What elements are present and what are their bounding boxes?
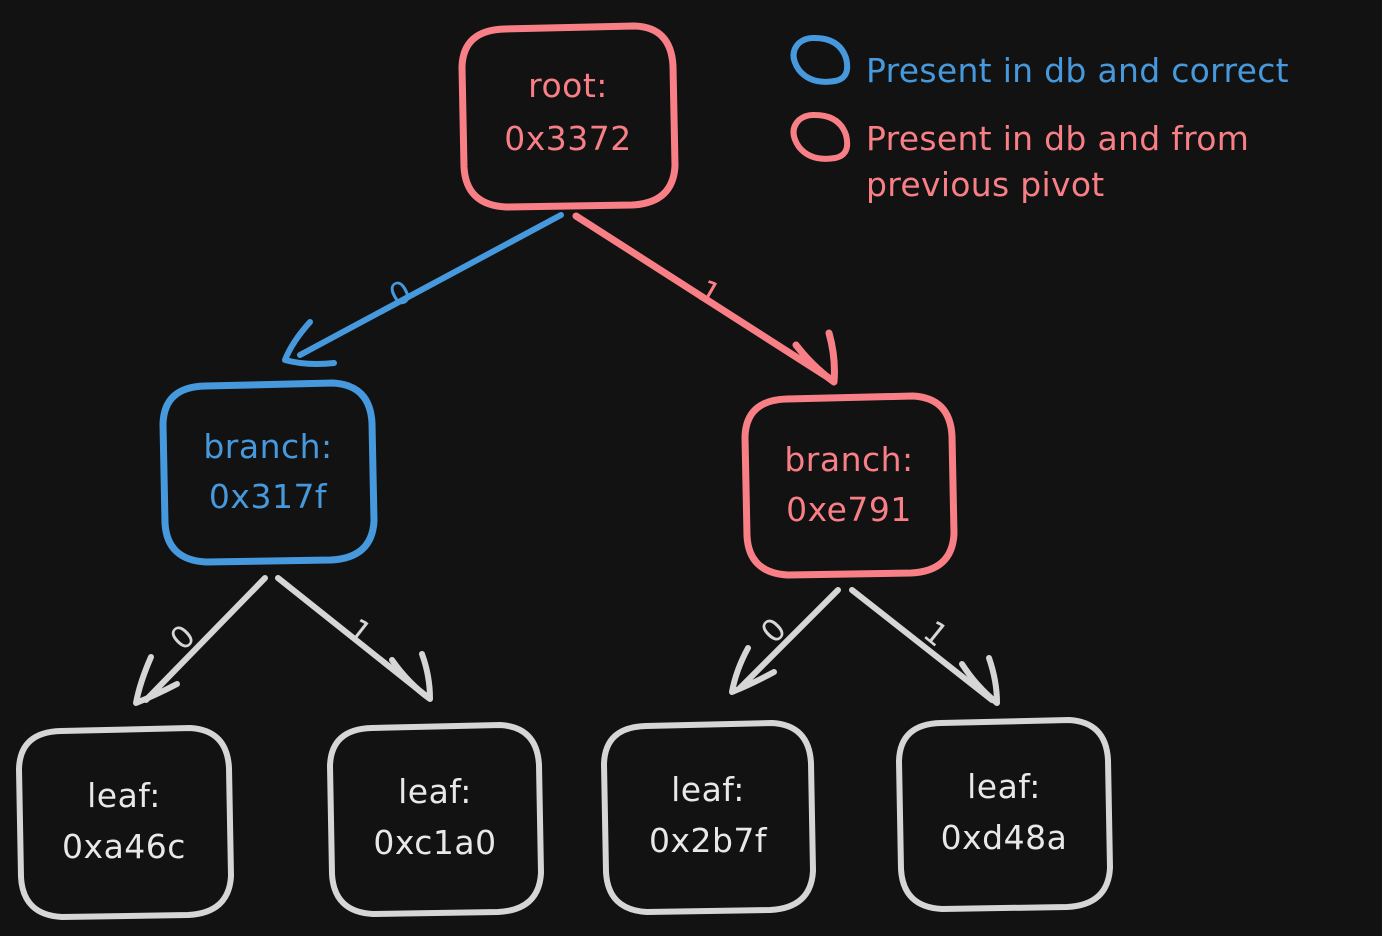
edge-branch-left-leaf1-arrowhead: [133, 654, 180, 706]
node-root-hash: 0x3372: [504, 119, 632, 158]
node-leaf-3[interactable]: leaf: 0x2b7f: [601, 720, 816, 915]
edge-root-right: 1: [572, 212, 838, 386]
edge-branch-right-leaf4-arrowhead: [959, 655, 1000, 706]
node-root[interactable]: root: 0x3372: [458, 22, 679, 211]
node-leaf-1-hash: 0xa46c: [62, 827, 186, 866]
circle-outline-icon: [790, 111, 851, 162]
node-branch-left[interactable]: branch: 0x317f: [159, 379, 378, 566]
circle-outline-icon: [790, 34, 851, 85]
node-leaf-3-hash: 0x2b7f: [649, 821, 768, 860]
node-leaf-4-outline: [896, 717, 1113, 912]
node-leaf-2-hash: 0xc1a0: [373, 823, 496, 862]
edge-root-left-arrowhead: [282, 319, 337, 367]
legend-label-present-previous-pivot-line2: previous pivot: [866, 165, 1105, 204]
node-leaf-3-title: leaf:: [671, 770, 745, 809]
node-branch-left-title: branch:: [203, 427, 332, 466]
legend-label-present-correct: Present in db and correct: [866, 51, 1289, 90]
edge-root-left-line: [297, 212, 564, 358]
node-branch-right[interactable]: branch: 0xe791: [741, 392, 958, 579]
edge-branch-left-leaf2-label: 1: [340, 612, 378, 653]
node-branch-right-outline: [741, 392, 958, 579]
legend-label-present-previous-pivot-line1: Present in db and from: [866, 119, 1249, 158]
node-branch-left-hash: 0x317f: [209, 477, 328, 516]
node-leaf-1-title: leaf:: [87, 776, 161, 815]
node-leaf-3-outline: [601, 720, 816, 915]
edge-branch-left-leaf2: 1: [275, 575, 433, 702]
node-root-title: root:: [528, 66, 608, 105]
node-branch-right-title: branch:: [784, 440, 913, 479]
edge-branch-right-leaf3-label: 0: [754, 611, 793, 650]
edge-branch-right-leaf3: 0: [729, 587, 841, 695]
edge-branch-right-leaf4-line: [849, 587, 995, 703]
legend-item-present-previous-pivot: Present in db and from previous pivot: [790, 111, 1249, 204]
node-leaf-4-hash: 0xd48a: [941, 818, 1068, 857]
node-branch-left-outline: [159, 379, 378, 566]
edge-branch-right-leaf3-line: [737, 587, 841, 691]
edge-branch-left-leaf2-arrowhead: [389, 651, 433, 702]
edge-branch-left-leaf1: 0: [133, 575, 268, 706]
node-leaf-2[interactable]: leaf: 0xc1a0: [327, 722, 544, 917]
edge-root-right-line: [572, 212, 836, 384]
node-leaf-1-outline: [16, 725, 234, 920]
legend: Present in db and correct Present in db …: [790, 34, 1289, 204]
node-leaf-2-title: leaf:: [398, 772, 472, 811]
edge-root-left: 0: [282, 212, 564, 367]
node-leaf-4-title: leaf:: [967, 767, 1041, 806]
node-leaf-1[interactable]: leaf: 0xa46c: [16, 725, 234, 920]
node-root-outline: [458, 22, 679, 211]
edge-root-right-arrowhead: [792, 329, 838, 386]
edge-branch-right-leaf4: 1: [849, 587, 1000, 706]
legend-item-present-correct: Present in db and correct: [790, 34, 1289, 90]
edge-branch-left-leaf1-line: [143, 575, 268, 703]
edge-branch-right-leaf3-arrowhead: [729, 645, 777, 695]
node-leaf-4[interactable]: leaf: 0xd48a: [896, 717, 1113, 912]
node-branch-right-hash: 0xe791: [786, 490, 912, 529]
node-leaf-2-outline: [327, 722, 544, 917]
